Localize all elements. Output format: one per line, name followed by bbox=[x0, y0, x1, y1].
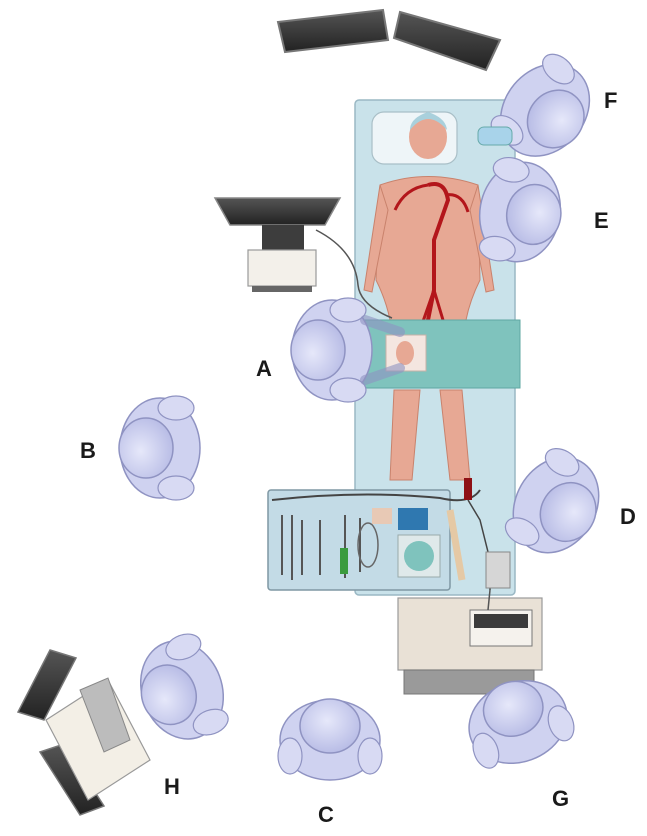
monitor-right bbox=[394, 12, 500, 70]
label-B: B bbox=[80, 440, 96, 462]
label-G: G bbox=[552, 788, 569, 810]
person-A bbox=[291, 298, 372, 402]
person-C bbox=[278, 699, 382, 780]
label-F: F bbox=[604, 90, 617, 112]
label-H: H bbox=[164, 776, 180, 798]
label-A: A bbox=[256, 358, 272, 380]
label-C: C bbox=[318, 804, 334, 826]
monitor-left bbox=[278, 10, 388, 52]
instrument-tray bbox=[268, 490, 480, 590]
workstation bbox=[18, 650, 150, 815]
console bbox=[398, 590, 542, 694]
person-B bbox=[119, 396, 200, 500]
label-D: D bbox=[620, 506, 636, 528]
ceiling-monitors bbox=[278, 10, 500, 70]
person-H bbox=[126, 627, 238, 752]
label-E: E bbox=[594, 210, 609, 232]
